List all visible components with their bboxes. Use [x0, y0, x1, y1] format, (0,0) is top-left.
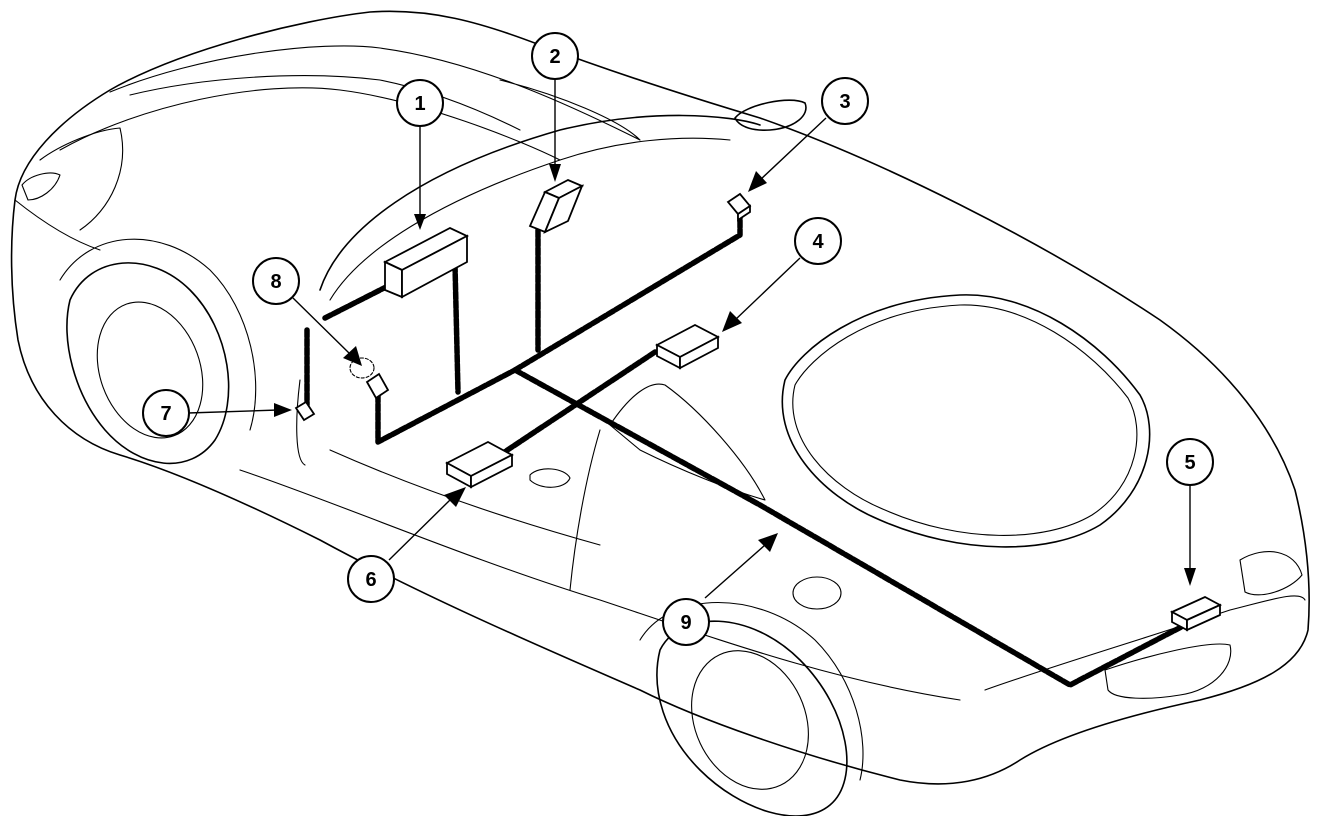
door-sill	[329, 449, 601, 546]
front-wheel-arch	[59, 238, 257, 431]
rear-window	[781, 294, 1151, 548]
rear-wheel	[656, 620, 848, 816]
callout-2: 2	[531, 32, 579, 80]
callout-6: 6	[347, 555, 395, 603]
door-line-mid	[569, 429, 601, 591]
roof-outline	[109, 45, 641, 141]
hood-line	[39, 127, 124, 231]
callout-2-label: 2	[549, 46, 560, 68]
module-5	[1169, 595, 1223, 632]
callout-1-label: 1	[414, 93, 425, 115]
callout-7: 7	[142, 389, 190, 437]
rear-side-window	[609, 383, 766, 501]
module-7	[294, 400, 316, 422]
fuel-cap	[792, 576, 842, 610]
callout-8: 8	[252, 257, 300, 305]
module-3	[726, 192, 752, 222]
roof-line	[59, 87, 561, 161]
wiring-harness	[304, 209, 1188, 688]
module-4	[655, 323, 720, 370]
car-body	[10, 10, 1310, 816]
rear-window-inner	[792, 304, 1138, 536]
taillight	[1239, 551, 1303, 596]
door-handle	[529, 468, 571, 488]
license-plate	[1104, 643, 1232, 699]
front-grille-line	[14, 199, 101, 251]
car-outline	[10, 10, 1310, 785]
callout-3: 3	[821, 77, 869, 125]
callout-3-label: 3	[839, 91, 850, 113]
windshield-inner	[329, 137, 731, 301]
windshield-top	[129, 75, 521, 131]
leader-lines	[187, 79, 1196, 599]
module-1	[382, 226, 470, 299]
callout-7-label: 7	[160, 403, 171, 425]
callout-4: 4	[794, 217, 842, 265]
module-6	[445, 440, 514, 489]
module-8	[349, 357, 390, 400]
side-mirror	[734, 99, 807, 131]
callout-6-label: 6	[365, 569, 376, 591]
windshield	[319, 114, 761, 291]
front-wheel	[66, 262, 230, 465]
callout-8-label: 8	[270, 271, 281, 293]
callout-5-label: 5	[1184, 452, 1195, 474]
callout-1: 1	[396, 79, 444, 127]
callout-5: 5	[1166, 438, 1214, 486]
component-modules	[294, 179, 1223, 632]
front-headlight	[21, 172, 61, 201]
callout-4-label: 4	[812, 231, 824, 253]
callout-9: 9	[662, 598, 710, 646]
door-line-front	[296, 379, 306, 466]
callout-9-label: 9	[680, 612, 691, 634]
module-2	[528, 179, 585, 234]
